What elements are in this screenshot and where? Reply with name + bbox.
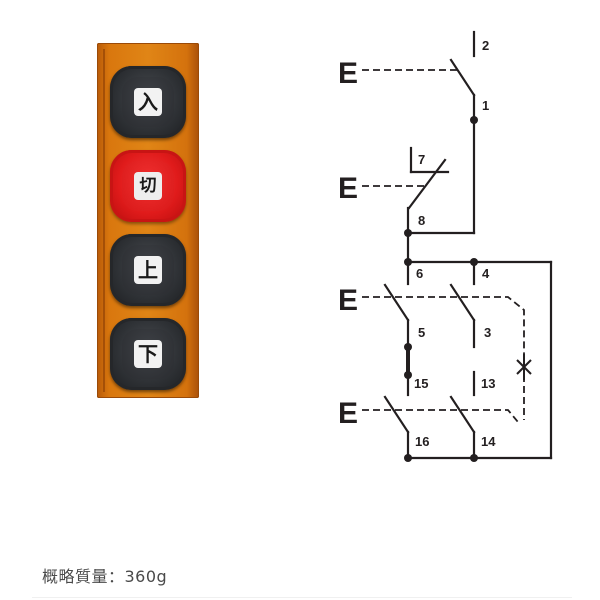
switch-15-16-blade [383, 395, 410, 434]
terminal-label-15: 15 [414, 376, 428, 391]
switch-4-3-blade [449, 283, 476, 322]
on-button-label: 入 [134, 88, 162, 116]
terminal-label-7: 7 [418, 152, 425, 167]
terminal-label-6: 6 [416, 266, 423, 281]
actuator-label-3: E [338, 284, 358, 317]
down-button[interactable]: 下 [110, 318, 186, 390]
junction-dots [404, 116, 478, 462]
terminal-label-14: 14 [481, 434, 496, 449]
off-button-label: 切 [134, 172, 162, 200]
interlock-cross-icon [516, 354, 532, 380]
switch-top-blade [449, 58, 476, 97]
footer-divider [32, 597, 572, 598]
housing-edge [103, 49, 105, 392]
down-button-label: 下 [134, 340, 162, 368]
terminal-label-16: 16 [415, 434, 429, 449]
terminal-label-13: 13 [481, 376, 495, 391]
terminal-label-5: 5 [418, 325, 425, 340]
up-button-label: 上 [134, 256, 162, 284]
actuator-line-3 [362, 296, 525, 360]
on-button[interactable]: 入 [110, 66, 186, 138]
actuator-line-4 [362, 409, 519, 423]
terminal-label-3: 3 [484, 325, 491, 340]
terminal-label-8: 8 [418, 213, 425, 228]
terminal-label-4: 4 [482, 266, 490, 281]
switch-13-14-blade [449, 395, 476, 434]
actuator-label-1: E [338, 57, 358, 90]
off-button[interactable]: 切 [110, 150, 186, 222]
actuator-label-2: E [338, 172, 358, 205]
actuator-label-4: E [338, 397, 358, 430]
up-button[interactable]: 上 [110, 234, 186, 306]
pendant-switch-housing: 入 切 上 下 [97, 43, 199, 398]
weight-caption: 概略質量：360g [42, 567, 168, 586]
switch-nc-blade [407, 158, 447, 210]
terminal-label-2: 2 [482, 38, 489, 53]
switch-6-5-blade [383, 283, 410, 322]
terminal-label-1: 1 [482, 98, 489, 113]
